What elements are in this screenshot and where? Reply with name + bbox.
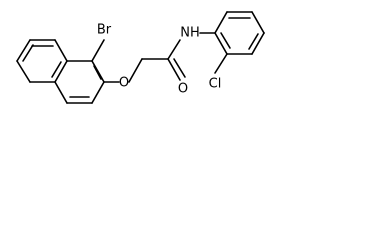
bond: [91, 60, 105, 83]
chlorine-label: Cl: [209, 77, 222, 92]
bond-to-bromine: [91, 39, 105, 62]
bond: [248, 33, 259, 50]
bond: [16, 60, 31, 83]
bond: [51, 61, 62, 78]
bond-to-chlorine: [214, 53, 228, 74]
naphthalene-left-ring: [16, 39, 68, 83]
bond: [93, 65, 102, 80]
amide-nitrogen-label: NH: [180, 26, 200, 41]
chlorophenyl-ring: [214, 11, 265, 55]
bond: [22, 44, 34, 62]
bromine-label: Br: [97, 23, 112, 38]
bond: [128, 58, 143, 83]
bond: [54, 60, 68, 83]
carbonyl-oxygen-label: O: [178, 82, 188, 97]
chemical-structure-diagram: Br O NH O Cl: [16, 11, 265, 104]
bond: [251, 32, 265, 55]
bond: [16, 39, 31, 62]
naphthalene-right-ring: [54, 60, 105, 104]
bond-to-carbonyl-oxygen: [173, 58, 186, 78]
bond: [54, 39, 68, 62]
bond: [214, 11, 228, 34]
bond: [91, 81, 105, 104]
bond: [251, 11, 265, 34]
bond: [54, 81, 68, 104]
bond: [220, 32, 231, 49]
bond-to-carbonyl-oxygen: [167, 58, 181, 81]
ether-oxygen-label: O: [119, 76, 129, 91]
bond-to-amide-nitrogen: [167, 39, 181, 60]
bond: [214, 32, 228, 55]
